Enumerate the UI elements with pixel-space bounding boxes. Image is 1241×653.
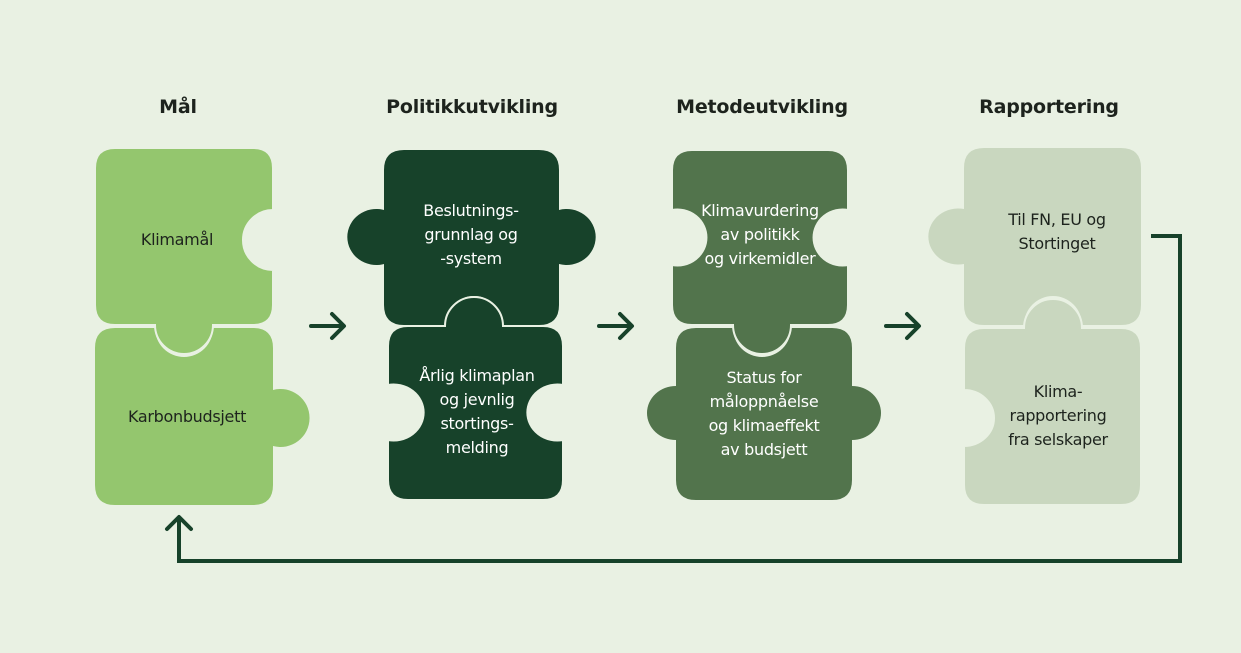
column-title-metode: Metodeutvikling	[676, 96, 848, 118]
puzzle-piece-arlig-klimaplan	[387, 296, 564, 501]
puzzle-piece-til-fn-eu	[928, 148, 1141, 325]
column-title-rapport: Rapportering	[979, 96, 1119, 118]
arrow-right-icon	[884, 312, 921, 340]
puzzle-piece-klimarapportering	[963, 298, 1142, 506]
piece-label-klimavurdering: Klimavurdering av politikk og virkemidle…	[701, 201, 819, 268]
column-politikk-pieces	[347, 150, 596, 501]
piece-label-klimarapportering: Klima- rapportering fra selskaper	[1008, 382, 1108, 449]
column-mal-pieces	[94, 147, 310, 505]
arrow-right-icon	[309, 312, 346, 340]
puzzle-piece-status-maloppnaelse	[647, 328, 881, 500]
piece-label-til-fn-eu: Til FN, EU og Stortinget	[1008, 210, 1106, 253]
piece-label-karbonbudsjett: Karbonbudsjett	[127, 407, 247, 426]
puzzle-piece-beslutningsgrunnlag	[347, 150, 596, 325]
column-title-mal: Mål	[159, 96, 197, 118]
column-rapport-pieces	[928, 148, 1142, 506]
puzzle-piece-klimavurdering	[671, 149, 849, 355]
piece-label-klimamal: Klimamål	[140, 230, 214, 249]
piece-label-status-maloppnaelse: Status for måloppnåelse og klimaeffekt a…	[708, 368, 820, 459]
puzzle-piece-klimamal	[94, 147, 274, 355]
column-title-politikk: Politikkutvikling	[386, 96, 558, 118]
piece-label-arlig-klimaplan: Årlig klimaplan og jevnlig stortings- me…	[419, 366, 535, 457]
piece-label-beslutningsgrunnlag: Beslutnings- grunnlag og -system	[423, 201, 519, 268]
arrow-right-icon	[597, 312, 634, 340]
column-metode-pieces	[647, 149, 881, 500]
feedback-loop-arrow-icon	[165, 234, 1182, 563]
puzzle-piece-karbonbudsjett	[95, 328, 310, 505]
